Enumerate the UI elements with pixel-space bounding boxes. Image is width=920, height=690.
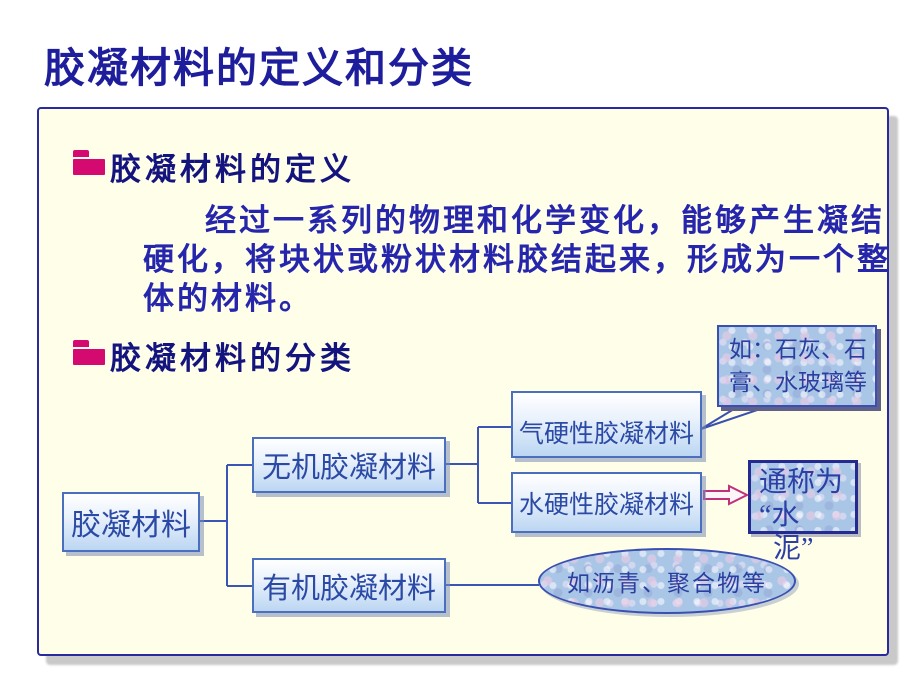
cement-note-box: 通称为 “水 泥” (748, 460, 858, 564)
folder-icon-body (73, 349, 105, 365)
folder-icon (73, 340, 105, 365)
folder-icon-body (73, 159, 105, 175)
section-heading-classification: 胶凝材料的分类 (110, 341, 355, 376)
flow-box-root: 胶凝材料 (62, 492, 200, 552)
flow-box-organic: 有机胶凝材料 (252, 558, 446, 613)
definition-line: 体的材料。 (143, 281, 313, 316)
section-heading-definition: 胶凝材料的定义 (110, 152, 355, 187)
flow-box-hydraulic: 水硬性胶凝材料 (511, 472, 702, 533)
cement-note-line: 通称为 (759, 467, 844, 498)
cement-note-text: 通称为 “水 泥” (759, 466, 899, 565)
cement-note-line: “水 (759, 500, 800, 531)
folder-icon-tab (73, 150, 89, 157)
definition-line: 硬化，将块状或粉状材料胶结起来，形成为一个整 (143, 242, 891, 277)
definition-line: 经过一系列的物理和化学变化，能够产生凝结 (205, 203, 885, 238)
cement-note-line: 泥” (773, 533, 814, 564)
flow-box-air-hardening: 气硬性胶凝材料 (511, 391, 702, 458)
page-title: 胶凝材料的定义和分类 (44, 45, 474, 91)
folder-icon (73, 150, 105, 175)
definition-paragraph: 经过一系列的物理和化学变化，能够产生凝结 硬化，将块状或粉状材料胶结起来，形成为… (143, 201, 891, 318)
callout-air-examples: 如：石灰、石膏、水玻璃等 (717, 325, 877, 407)
flow-box-inorganic: 无机胶凝材料 (252, 437, 446, 493)
oval-organic-examples: 如沥青、聚合物等 (538, 548, 796, 614)
folder-icon-tab (73, 340, 89, 347)
